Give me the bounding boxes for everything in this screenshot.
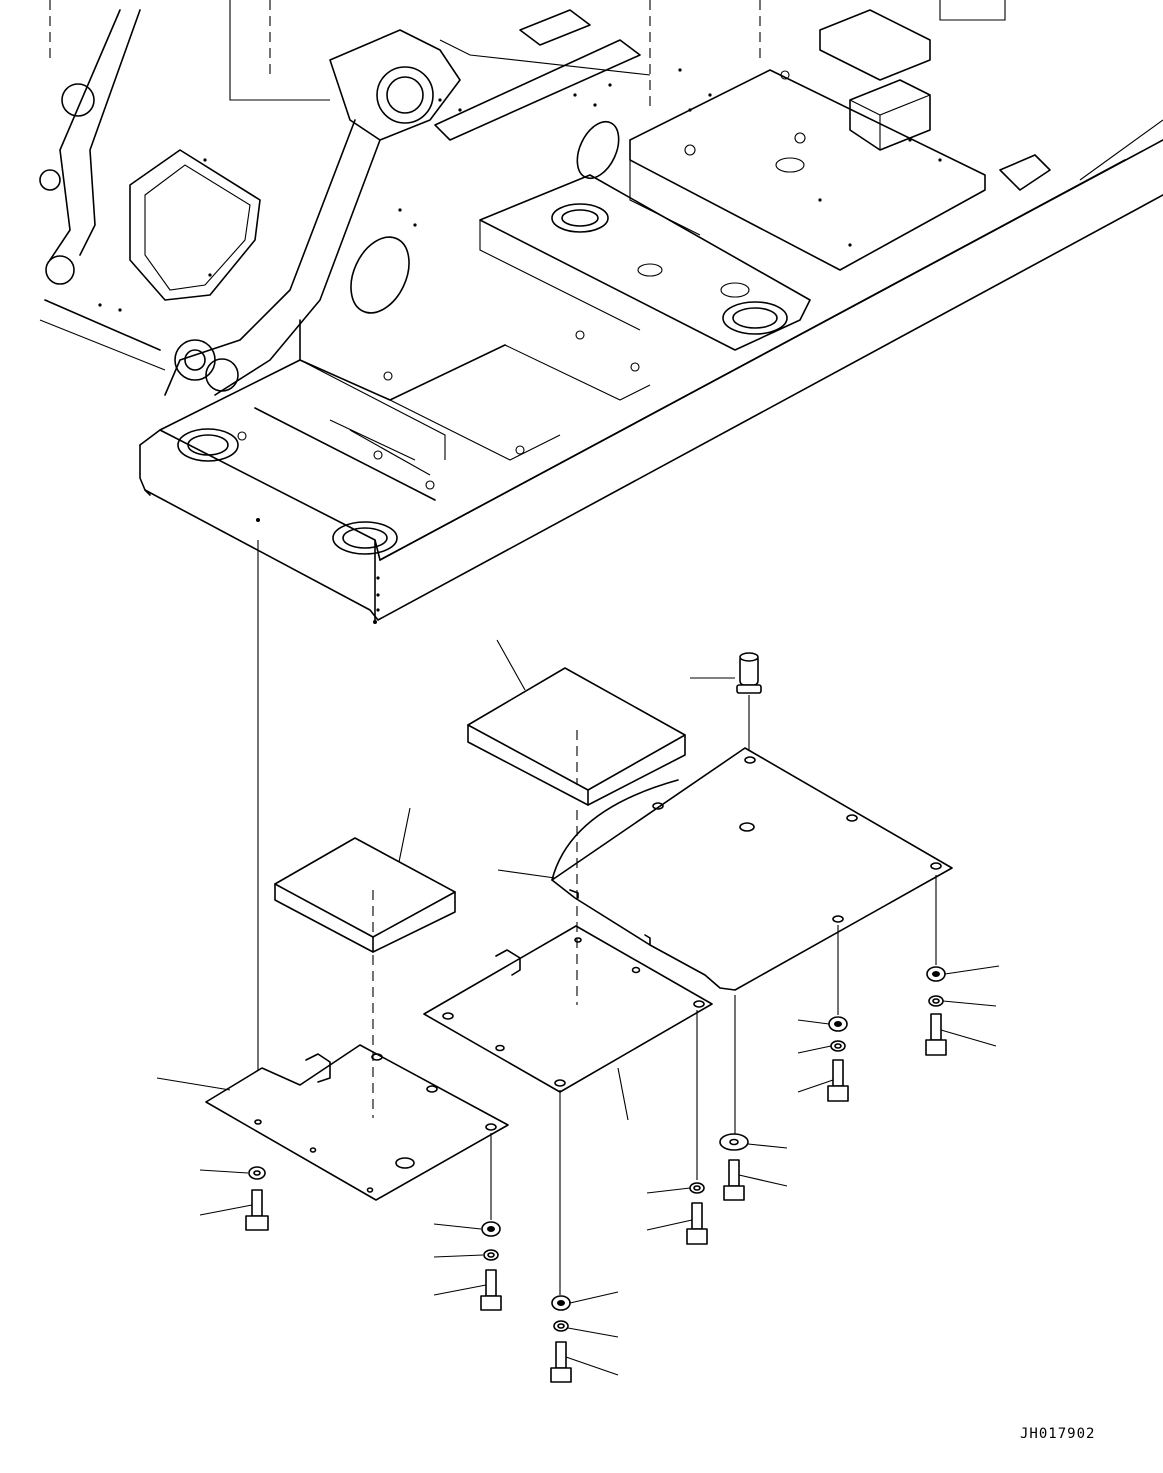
bolt-set-right-plate-a xyxy=(797,1016,849,1102)
left-pad xyxy=(274,807,456,953)
left-cover-plate xyxy=(156,955,509,1220)
drawing-code: JH017902 xyxy=(1020,1426,1096,1442)
exploded-parts xyxy=(156,540,953,1295)
frame-assembly xyxy=(39,0,1163,624)
bolt-set-middle-plate xyxy=(550,1291,619,1383)
bolt-set-middle-right xyxy=(646,1182,708,1245)
upper-pad xyxy=(467,639,686,806)
bolt-set-right-plate-b xyxy=(925,965,1000,1056)
fasteners xyxy=(199,965,1000,1383)
bolt-set-left-plate xyxy=(433,1221,502,1311)
right-cover-plate xyxy=(497,747,953,1135)
middle-cover-plate xyxy=(423,810,713,1295)
bolt-set-center-right xyxy=(719,1133,788,1201)
bolt-set-left xyxy=(199,1166,269,1231)
